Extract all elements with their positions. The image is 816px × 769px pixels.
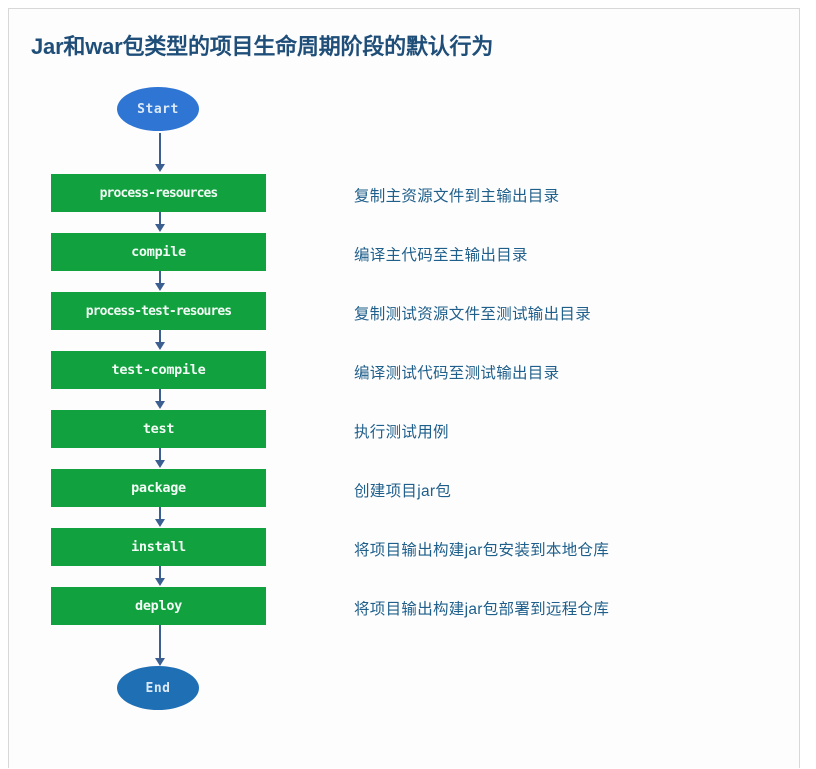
arrow-head-icon: [155, 460, 165, 468]
flow-node-end[interactable]: End: [117, 666, 199, 710]
arrow-shaft: [159, 448, 161, 461]
phase-box-package[interactable]: package: [51, 469, 266, 507]
end-terminator-label: End: [117, 666, 199, 710]
phase-label: test: [142, 421, 175, 437]
connector-arrow-6: [155, 507, 165, 528]
arrow-head-icon: [155, 224, 165, 232]
connector-arrow-start: [155, 133, 165, 173]
arrow-shaft: [159, 133, 161, 165]
connector-arrow-5: [155, 448, 165, 469]
phase-box-process-test-resources[interactable]: process-test-resoures: [51, 292, 266, 330]
page-title: Jar和war包类型的项目生命周期阶段的默认行为: [31, 34, 494, 59]
phase-description-compile: 编译主代码至主输出目录: [354, 247, 528, 264]
phase-label: package: [131, 480, 186, 496]
phase-label: process-test-resoures: [85, 303, 232, 319]
arrow-shaft: [159, 566, 161, 579]
phase-label: compile: [131, 244, 186, 260]
phase-description-deploy: 将项目输出构建jar包部署到远程仓库: [354, 601, 610, 618]
phase-label: deploy: [135, 598, 182, 614]
arrow-head-icon: [155, 164, 165, 172]
phase-box-test[interactable]: test: [51, 410, 266, 448]
phase-description-package: 创建项目jar包: [354, 483, 452, 500]
start-terminator-label: Start: [117, 87, 199, 131]
connector-arrow-1: [155, 212, 165, 233]
flow-node-start[interactable]: Start: [117, 87, 199, 131]
connector-arrow-end: [155, 625, 165, 667]
arrow-head-icon: [155, 519, 165, 527]
arrow-shaft: [159, 271, 161, 284]
phase-description-test: 执行测试用例: [354, 424, 449, 441]
phase-description-install: 将项目输出构建jar包安装到本地仓库: [354, 542, 610, 559]
arrow-head-icon: [155, 283, 165, 291]
connector-arrow-7: [155, 566, 165, 587]
phase-description-process-test-resources: 复制测试资源文件至测试输出目录: [354, 306, 592, 323]
arrow-shaft: [159, 625, 161, 659]
phase-description-process-resources: 复制主资源文件到主输出目录: [354, 188, 560, 205]
connector-arrow-2: [155, 271, 165, 292]
lifecycle-flowchart: Start process-resources 复制主资源文件到主输出目录 co…: [9, 9, 801, 769]
arrow-head-icon: [155, 401, 165, 409]
arrow-shaft: [159, 389, 161, 402]
phase-box-compile[interactable]: compile: [51, 233, 266, 271]
phase-box-deploy[interactable]: deploy: [51, 587, 266, 625]
slide-page: Jar和war包类型的项目生命周期阶段的默认行为 Start process-r…: [8, 8, 800, 768]
phase-box-test-compile[interactable]: test-compile: [51, 351, 266, 389]
phase-description-test-compile: 编译测试代码至测试输出目录: [354, 365, 560, 382]
phase-label: test-compile: [111, 362, 206, 378]
arrow-head-icon: [155, 342, 165, 350]
phase-label: process-resources: [99, 185, 219, 201]
arrow-shaft: [159, 330, 161, 343]
arrow-shaft: [159, 507, 161, 520]
connector-arrow-3: [155, 330, 165, 351]
phase-box-process-resources[interactable]: process-resources: [51, 174, 266, 212]
arrow-shaft: [159, 212, 161, 225]
arrow-head-icon: [155, 658, 165, 666]
phase-label: install: [131, 539, 186, 555]
connector-arrow-4: [155, 389, 165, 410]
arrow-head-icon: [155, 578, 165, 586]
phase-box-install[interactable]: install: [51, 528, 266, 566]
